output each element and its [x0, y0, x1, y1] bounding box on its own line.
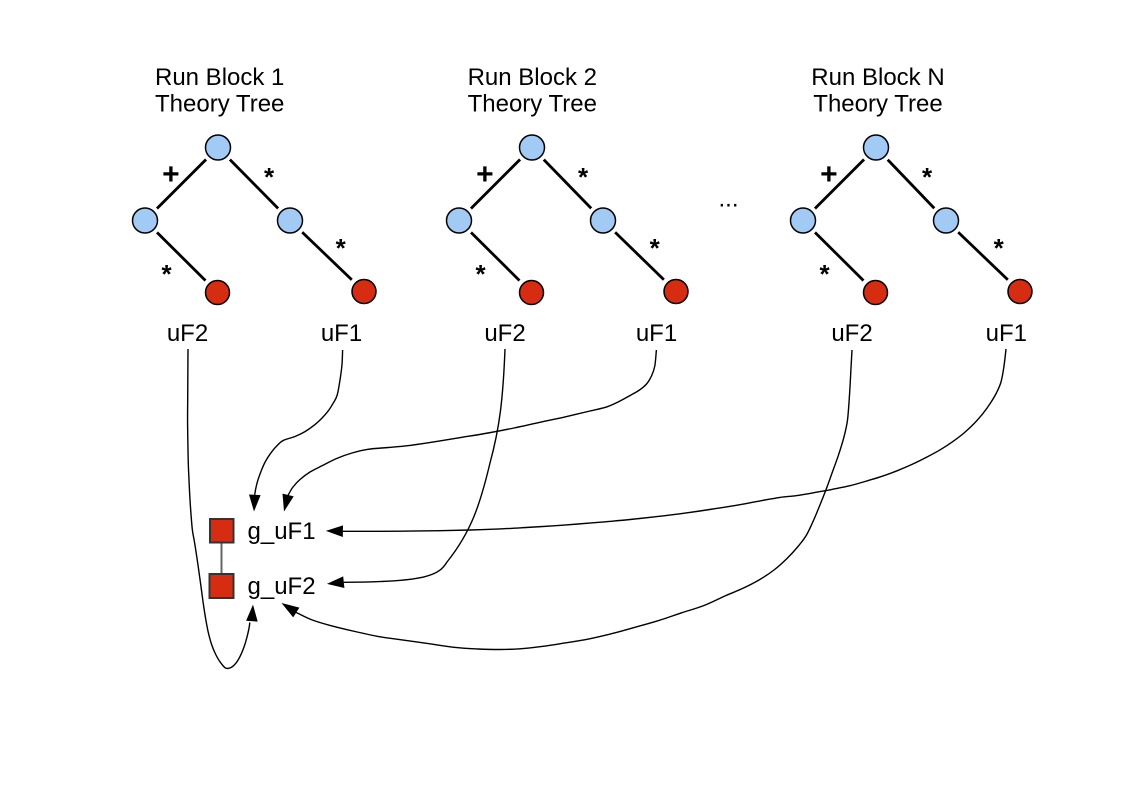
- svg-text:*: *: [922, 162, 933, 192]
- svg-text:Run Block 1: Run Block 1: [155, 64, 284, 91]
- svg-text:uF2: uF2: [831, 320, 872, 347]
- svg-text:Theory Tree: Theory Tree: [155, 91, 284, 118]
- svg-text:uF1: uF1: [636, 320, 677, 347]
- svg-text:uF1: uF1: [986, 320, 1027, 347]
- svg-text:*: *: [161, 259, 172, 289]
- svg-text:*: *: [475, 259, 486, 289]
- svg-text:uF2: uF2: [167, 320, 208, 347]
- svg-text:*: *: [264, 162, 275, 192]
- svg-text:Theory Tree: Theory Tree: [813, 91, 942, 118]
- svg-text:+: +: [820, 158, 838, 191]
- svg-text:*: *: [819, 259, 830, 289]
- svg-text:Run Block N: Run Block N: [811, 64, 944, 91]
- svg-text:g_uF2: g_uF2: [248, 573, 316, 600]
- svg-text:*: *: [336, 233, 347, 263]
- svg-text:g_uF1: g_uF1: [248, 518, 316, 545]
- svg-text:Run Block 2: Run Block 2: [468, 64, 597, 91]
- svg-text:+: +: [476, 158, 494, 191]
- svg-text:*: *: [650, 233, 661, 263]
- svg-text:uF1: uF1: [321, 320, 362, 347]
- svg-text:Theory Tree: Theory Tree: [468, 91, 597, 118]
- svg-text:+: +: [162, 158, 180, 191]
- svg-text:...: ...: [718, 186, 738, 213]
- svg-text:uF2: uF2: [484, 320, 525, 347]
- svg-text:*: *: [578, 162, 589, 192]
- svg-text:*: *: [994, 233, 1005, 263]
